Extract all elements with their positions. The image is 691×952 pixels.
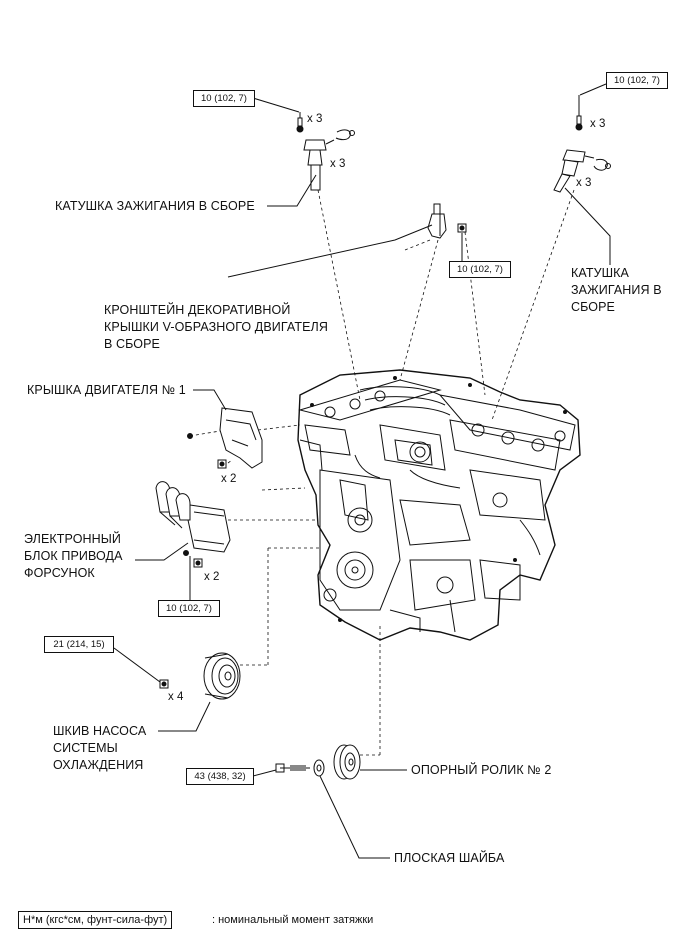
engine-cover-part [187,407,263,469]
label-ignition-coil-right: КАТУШКА ЗАЖИГАНИЯ В СБОРЕ [571,266,662,314]
qty-coil-left-bolt: x 3 [307,113,323,125]
torque-box-bracket: 10 (102, 7) [449,261,511,278]
torque-box-idler: 43 (438, 32) [186,768,254,785]
legend-units-box: Н*м (кгс*см, фунт-сила-фут) [18,911,173,929]
qty-pulley-bolt: x 4 [168,691,184,703]
alignment-lines [189,189,575,756]
torque-box-pulley: 21 (214, 15) [44,636,114,653]
qty-coil-right-coil: x 3 [576,177,592,189]
qty-coil-right-bolt: x 3 [590,118,606,130]
label-engine-cover: КРЫШКА ДВИГАТЕЛЯ № 1 [27,383,186,397]
torque-box-coil-left: 10 (102, 7) [193,90,255,107]
injector-driver-part [155,481,231,600]
qty-coil-left-coil: x 3 [330,158,346,170]
ignition-coil-right [553,95,611,193]
water-pump-pulley-part [159,652,241,700]
label-injector-driver: ЭЛЕКТРОННЫЙ БЛОК ПРИВОДА ФОРСУНОК [24,532,123,580]
label-ignition-coil-left: КАТУШКА ЗАЖИГАНИЯ В СБОРЕ [55,199,255,213]
label-water-pump-pulley: ШКИВ НАСОСА СИСТЕМЫ ОХЛАЖДЕНИЯ [53,724,147,772]
bracket-part [427,203,467,239]
label-idler-pulley: ОПОРНЫЙ РОЛИК № 2 [411,763,552,777]
leader-lines [113,83,611,859]
torque-box-coil-right: 10 (102, 7) [606,72,668,89]
qty-ecu-bolt: x 2 [204,571,220,583]
label-flat-washer: ПЛОСКАЯ ШАЙБА [394,851,505,865]
engine-assembly [297,369,581,641]
label-bracket: КРОНШТЕЙН ДЕКОРАТИВНОЙ КРЫШКИ V-ОБРАЗНОГ… [104,303,328,351]
qty-cover-nut: x 2 [221,473,237,485]
idler-pulley-part [275,744,361,780]
legend-description: : номинальный момент затяжки [212,914,374,926]
torque-box-ecu: 10 (102, 7) [158,600,220,617]
ignition-coil-left [296,112,355,191]
